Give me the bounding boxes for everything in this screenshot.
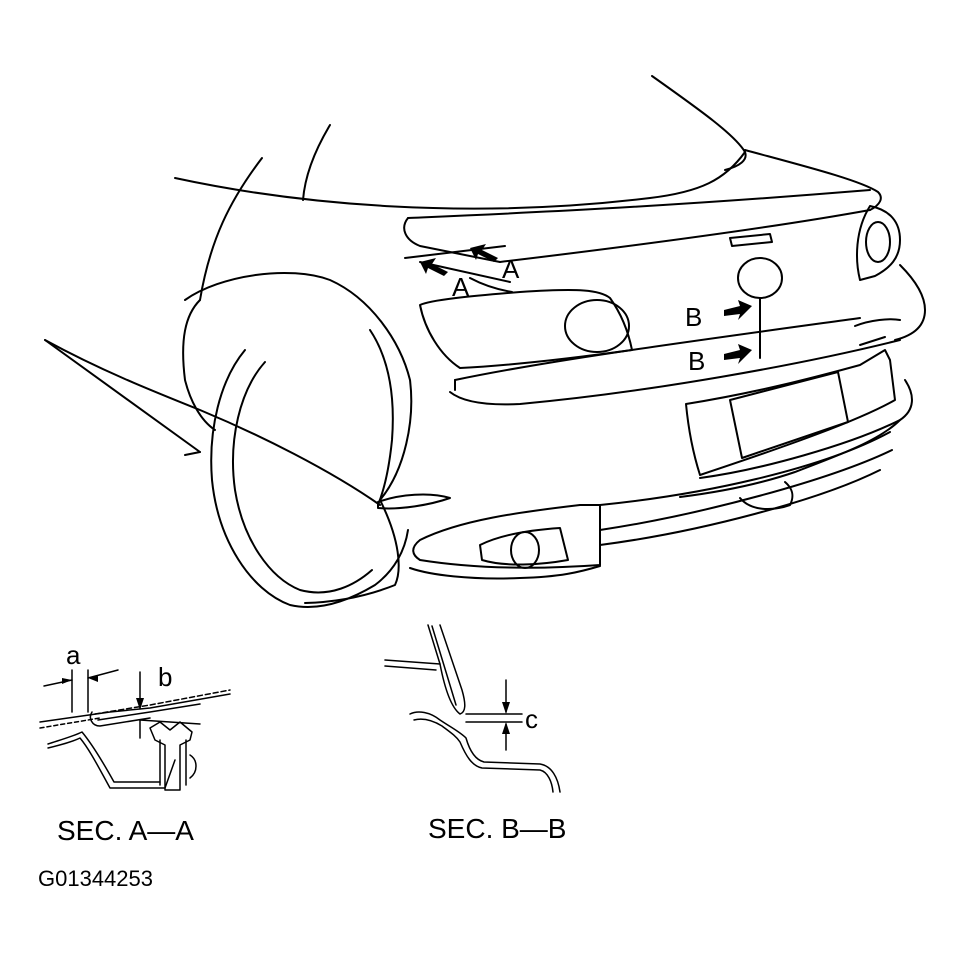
section-label-b-lower: B [688, 346, 705, 376]
section-label-b-upper: B [685, 302, 702, 332]
figure-id: G01344253 [38, 866, 153, 891]
dimension-label-c: c [525, 704, 538, 734]
section-a-detail [39, 669, 231, 791]
dimension-label-b: b [158, 662, 172, 692]
section-label-a-upper: A [502, 254, 520, 284]
section-a-title: SEC. A—A [57, 815, 194, 846]
section-b-title: SEC. B—B [428, 813, 566, 844]
section-arrows [420, 244, 752, 364]
dimension-label-a: a [66, 640, 81, 670]
section-label-a-lower: A [452, 272, 470, 302]
section-b-detail [384, 624, 561, 793]
car-body-outline [44, 75, 926, 609]
